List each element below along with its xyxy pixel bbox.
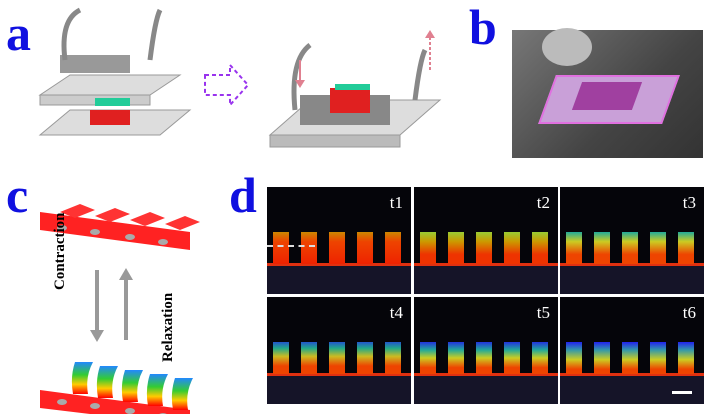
timelapse-frame: t6: [560, 297, 704, 404]
device-schematic: [38, 7, 442, 148]
pillar: [385, 232, 401, 264]
arrow-icon: [204, 62, 250, 108]
frame-label: t6: [682, 303, 696, 322]
base-strip: [414, 373, 558, 376]
contraction-label: Contraction: [52, 212, 68, 291]
pillar: [273, 342, 289, 374]
contracted-strip: [40, 362, 193, 414]
pillar: [678, 342, 694, 374]
device-assembled: [268, 30, 442, 148]
pillar: [504, 342, 520, 374]
pillar: [448, 342, 464, 374]
pillar: [329, 342, 345, 374]
relaxation-label: Relaxation: [160, 292, 176, 362]
timelapse-frame: t5: [414, 297, 558, 404]
pillar: [650, 232, 666, 264]
base-strip: [414, 263, 558, 266]
pillar: [357, 232, 373, 264]
substrate: [414, 264, 558, 294]
pillar: [385, 342, 401, 374]
pillar: [650, 342, 666, 374]
base-strip: [560, 373, 704, 376]
substrate: [414, 374, 558, 404]
base-strip: [267, 263, 411, 266]
down-arrow-icon: [90, 270, 104, 342]
label-d: d: [229, 167, 257, 223]
pillar: [532, 342, 548, 374]
pillar: [532, 232, 548, 264]
timelapse-frame: t1: [267, 187, 411, 294]
pillar: [622, 342, 638, 374]
timelapse-frame: t2: [414, 187, 558, 294]
pillar: [301, 232, 317, 264]
coin: [542, 28, 592, 66]
pillar: [622, 232, 638, 264]
label-c: c: [6, 167, 29, 223]
label-b: b: [469, 0, 497, 55]
substrate: [267, 374, 411, 404]
pillar: [594, 232, 610, 264]
scale-bar: [672, 391, 692, 394]
up-arrow-icon: [119, 268, 133, 340]
timelapse-frame: t3: [560, 187, 704, 294]
pillar: [448, 232, 464, 264]
frame-label: t2: [536, 193, 550, 212]
pillar: [566, 232, 582, 264]
pillar: [476, 342, 492, 374]
device-exploded: [38, 7, 192, 136]
pillar: [476, 232, 492, 264]
relaxed-strip: [40, 204, 200, 250]
frame-label: t4: [389, 303, 403, 322]
frame-label: t3: [682, 193, 696, 212]
device-photo: [512, 28, 703, 158]
contraction-schematic: [40, 204, 200, 414]
pillar: [420, 232, 436, 264]
substrate: [560, 374, 704, 404]
base-strip: [560, 263, 704, 266]
pillar: [594, 342, 610, 374]
pillar: [357, 342, 373, 374]
timelapse-frame: t4: [267, 297, 411, 404]
pillar: [301, 342, 317, 374]
label-a: a: [6, 5, 31, 61]
reference-dashed-line: [267, 245, 315, 247]
pillar: [273, 232, 289, 264]
base-strip: [267, 373, 411, 376]
pillar: [504, 232, 520, 264]
pillar: [420, 342, 436, 374]
pillar: [678, 232, 694, 264]
frame-label: t5: [536, 303, 550, 322]
frame-label: t1: [389, 193, 403, 212]
pillar: [329, 232, 345, 264]
pillar: [566, 342, 582, 374]
substrate: [267, 264, 411, 294]
substrate: [560, 264, 704, 294]
